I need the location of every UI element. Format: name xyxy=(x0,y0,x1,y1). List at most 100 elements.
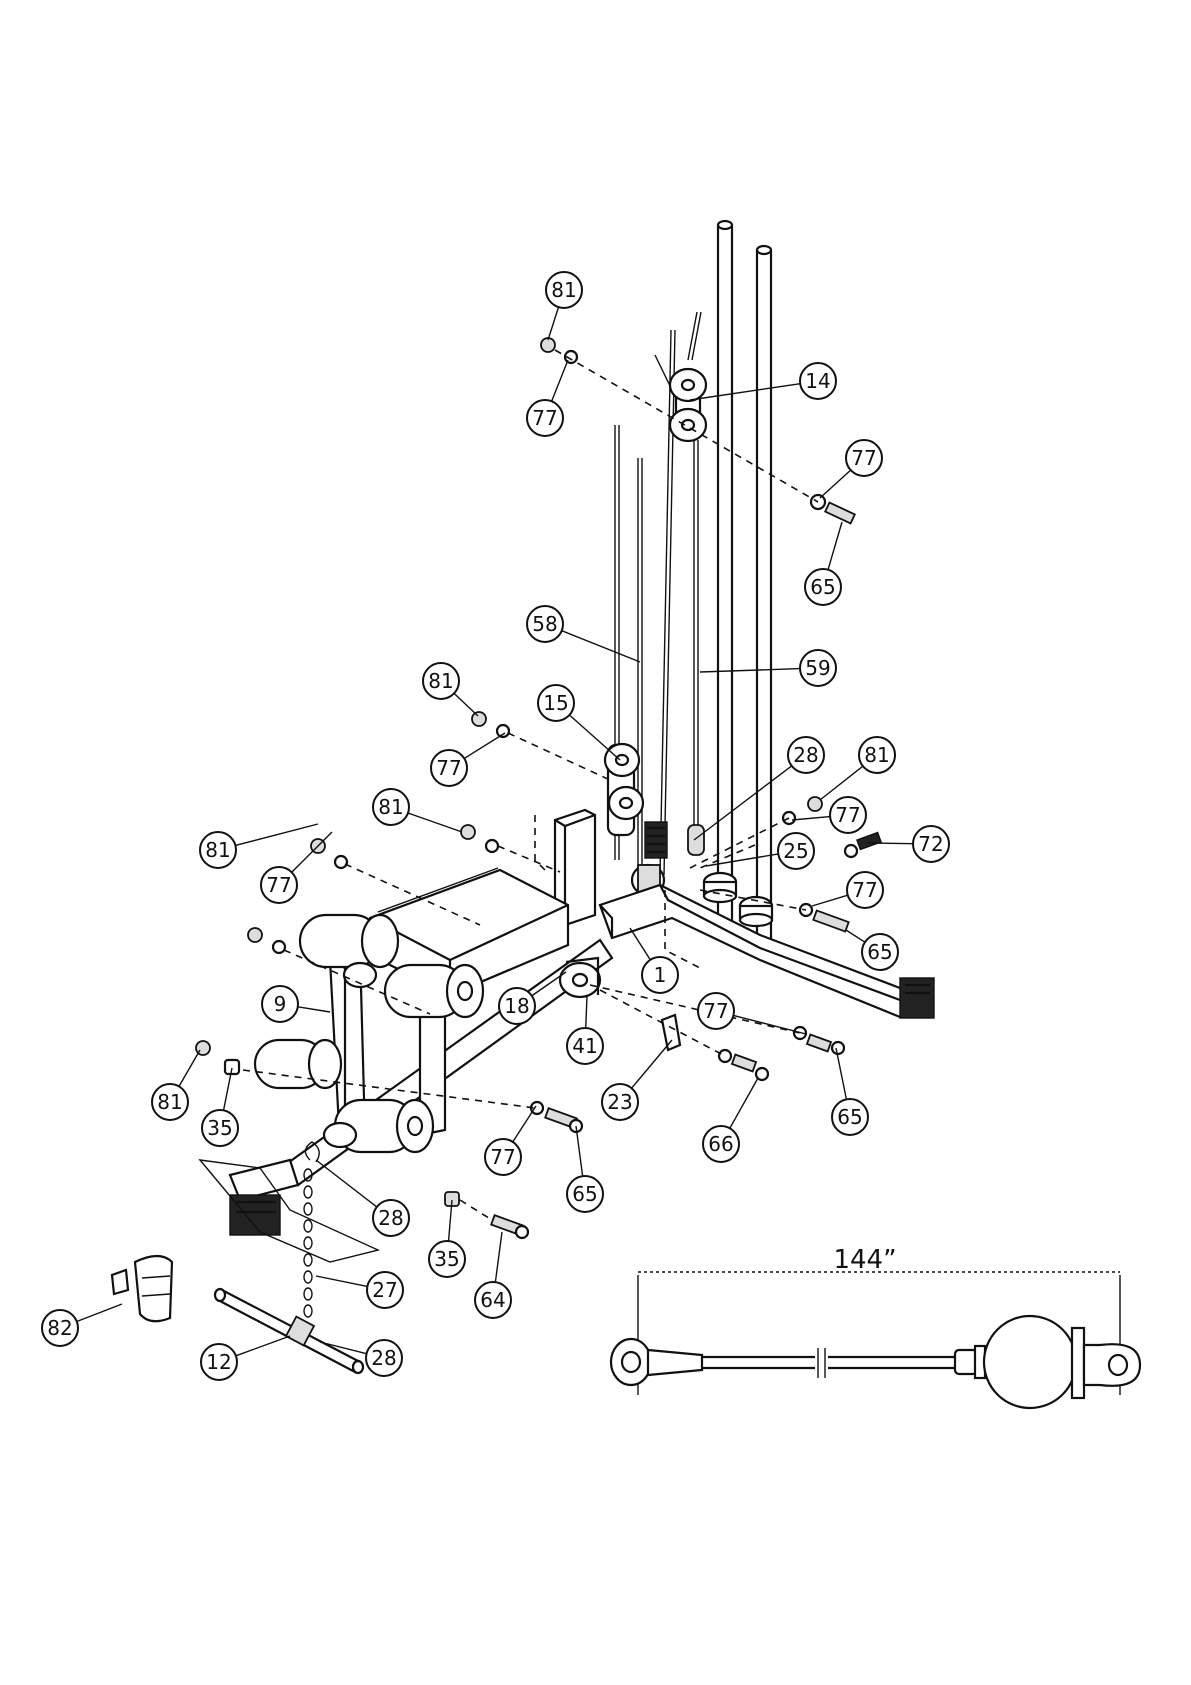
leader-line xyxy=(513,1106,536,1142)
leader-line xyxy=(820,470,851,498)
callout-number: 41 xyxy=(572,1034,597,1058)
leader-line xyxy=(316,1276,367,1286)
leader-line xyxy=(77,1304,122,1322)
callout-number: 64 xyxy=(480,1288,505,1312)
part-callout-64: 64 xyxy=(475,1232,511,1318)
leader-line xyxy=(576,1126,583,1176)
callout-number: 77 xyxy=(851,446,876,470)
part-callout-25: 25 xyxy=(706,833,814,869)
leader-line xyxy=(730,1078,758,1128)
part-callouts: 81 77 14 77 65 58 59 81 15 77 28 81 81 77 72 25 81 77 77 65… xyxy=(42,272,949,1380)
leader-line xyxy=(836,1048,846,1099)
part-callout-77: 77 xyxy=(792,797,866,833)
cable-detail: 144” xyxy=(611,1245,1140,1408)
part-callout-66: 66 xyxy=(703,1078,758,1162)
callout-number: 18 xyxy=(504,994,529,1018)
callout-number: 77 xyxy=(835,803,860,827)
leader-line xyxy=(792,817,830,820)
part-callout-77: 77 xyxy=(527,360,568,436)
leader-line xyxy=(706,854,778,866)
callout-number: 28 xyxy=(793,743,818,767)
callout-number: 28 xyxy=(378,1206,403,1230)
part-callout-81: 81 xyxy=(200,824,318,868)
part-callout-81: 81 xyxy=(820,737,895,800)
leader-line xyxy=(846,930,865,942)
callout-number: 25 xyxy=(783,839,808,863)
callout-number: 77 xyxy=(852,878,877,902)
leader-line xyxy=(292,832,332,872)
part-callout-77: 77 xyxy=(698,993,806,1034)
part-callout-28: 28 xyxy=(316,1160,409,1236)
callout-number: 81 xyxy=(157,1090,182,1114)
part-callout-77: 77 xyxy=(812,872,883,908)
part-callout-65: 65 xyxy=(832,1048,868,1135)
callout-number: 65 xyxy=(572,1182,597,1206)
callout-number: 81 xyxy=(378,795,403,819)
callout-number: 77 xyxy=(490,1145,515,1169)
callout-number: 23 xyxy=(607,1090,632,1114)
callout-number: 58 xyxy=(532,612,557,636)
leader-line xyxy=(454,693,478,716)
callout-number: 9 xyxy=(274,992,287,1016)
callout-number: 27 xyxy=(372,1278,397,1302)
leader-line xyxy=(868,843,913,844)
part-callout-81: 81 xyxy=(152,1050,200,1120)
leader-line xyxy=(812,895,848,906)
part-callout-77: 77 xyxy=(261,832,332,903)
callout-number: 77 xyxy=(532,406,557,430)
leader-line xyxy=(495,1232,502,1282)
callout-number: 35 xyxy=(207,1116,232,1140)
part-callout-27: 27 xyxy=(316,1272,403,1308)
callout-number: 28 xyxy=(371,1346,396,1370)
callout-number: 12 xyxy=(206,1350,231,1374)
leader-line xyxy=(569,715,620,760)
callout-number: 77 xyxy=(703,999,728,1023)
leader-line xyxy=(316,1160,377,1207)
part-callout-72: 72 xyxy=(868,826,949,862)
callout-number: 66 xyxy=(708,1132,733,1156)
part-callout-35: 35 xyxy=(429,1200,465,1277)
part-callout-81: 81 xyxy=(423,663,478,716)
leader-line xyxy=(586,996,587,1028)
callout-number: 59 xyxy=(805,656,830,680)
part-callout-58: 58 xyxy=(527,606,640,662)
ankle-strap xyxy=(112,1256,172,1321)
part-callout-14: 14 xyxy=(690,363,836,400)
part-callout-15: 15 xyxy=(538,685,620,760)
part-callout-1: 1 xyxy=(630,928,678,993)
part-callout-9: 9 xyxy=(262,986,330,1022)
part-callout-82: 82 xyxy=(42,1304,122,1346)
leader-line xyxy=(298,1007,330,1012)
callout-number: 77 xyxy=(266,873,291,897)
part-callout-12: 12 xyxy=(201,1336,290,1380)
leader-line xyxy=(552,360,568,401)
leader-line xyxy=(236,1336,290,1356)
hardware-parts xyxy=(196,338,881,1238)
callout-number: 81 xyxy=(551,278,576,302)
callout-number: 81 xyxy=(864,743,889,767)
leader-line xyxy=(630,928,650,960)
leader-line xyxy=(464,733,505,758)
part-callout-65: 65 xyxy=(567,1126,603,1212)
callout-number: 1 xyxy=(654,963,667,987)
part-callout-41: 41 xyxy=(567,996,603,1064)
callout-number: 81 xyxy=(428,669,453,693)
leader-line xyxy=(548,307,559,340)
leader-line xyxy=(700,669,800,672)
part-callout-23: 23 xyxy=(602,1040,672,1120)
leader-line xyxy=(820,766,863,800)
leader-line xyxy=(694,766,792,840)
part-callout-81: 81 xyxy=(373,789,462,832)
part-callout-35: 35 xyxy=(202,1068,238,1146)
callout-number: 14 xyxy=(805,369,830,393)
leader-line xyxy=(562,631,640,662)
part-callout-59: 59 xyxy=(700,650,836,686)
part-callout-77: 77 xyxy=(820,440,882,498)
cable-length-label: 144” xyxy=(833,1245,896,1275)
callout-number: 15 xyxy=(543,691,568,715)
leader-line xyxy=(828,522,842,570)
callout-number: 65 xyxy=(837,1105,862,1129)
callout-number: 81 xyxy=(205,838,230,862)
leader-line xyxy=(408,813,462,832)
